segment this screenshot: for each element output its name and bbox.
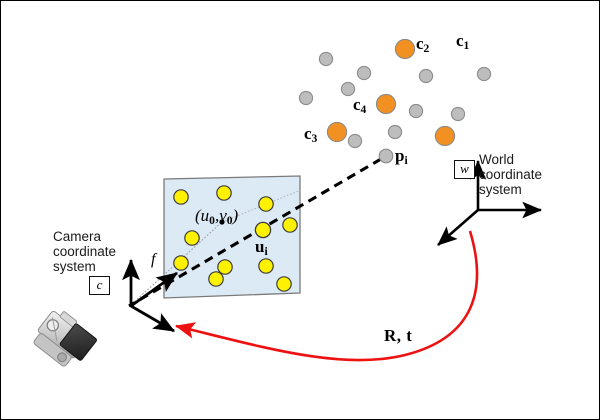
world-caption-line-2: coordinate xyxy=(479,167,543,183)
image-plane-point xyxy=(173,189,189,205)
camera-coordinate-system-caption: Camera coordinate system xyxy=(53,229,116,274)
image-plane-point xyxy=(282,217,298,233)
image-point-label-ui: ui xyxy=(255,237,268,259)
control-point-label-c1: c1 xyxy=(456,31,470,53)
world-coordinate-system-caption: World coordinate system xyxy=(479,152,542,197)
image-plane-point xyxy=(208,271,224,287)
world-caption-line-3: system xyxy=(479,182,522,198)
principal-point xyxy=(219,219,225,225)
control-point-c4 xyxy=(375,93,397,115)
camera-caption-line-2: coordinate xyxy=(53,244,117,260)
camera-icon xyxy=(33,311,97,367)
camera-axis-x xyxy=(130,304,175,333)
reference-point xyxy=(340,81,356,97)
control-point-label-c4: c4 xyxy=(353,95,367,117)
control-point-label-c2: c2 xyxy=(416,34,430,56)
extrinsic-transform-arc xyxy=(174,230,479,362)
control-point-c3 xyxy=(326,121,348,143)
camera-caption-line-3: system xyxy=(53,259,96,275)
object-point-pi xyxy=(378,148,394,164)
reference-point xyxy=(347,133,363,149)
object-point-label-pi: pi xyxy=(395,146,408,168)
image-plane-points xyxy=(173,185,298,292)
reference-point xyxy=(387,124,403,140)
reference-points-group xyxy=(298,51,492,164)
reference-point xyxy=(318,51,334,67)
camera-viewfinder xyxy=(46,319,59,332)
camera-caption-line-1: Camera xyxy=(53,229,102,244)
control-points-group xyxy=(326,38,456,147)
image-plane-point xyxy=(216,185,232,201)
reference-point xyxy=(476,66,492,82)
world-caption-line-1: World xyxy=(479,152,515,167)
control-point-c2 xyxy=(394,38,416,60)
camera-frame-box-label: c xyxy=(89,276,110,295)
focal-length-label: f xyxy=(151,251,156,268)
extrinsic-transform-label: R, t xyxy=(384,326,413,345)
world-frame-box-label: w xyxy=(454,160,475,179)
reference-point xyxy=(408,103,424,119)
reference-point xyxy=(356,65,372,81)
image-plane-point xyxy=(217,259,233,275)
reference-point xyxy=(450,106,466,122)
image-plane-point xyxy=(173,255,189,271)
camera-detail-line xyxy=(52,317,58,342)
camera-axis-z xyxy=(130,271,178,308)
camera-axes xyxy=(122,258,178,333)
image-point-ui xyxy=(254,221,272,239)
image-plane-point xyxy=(258,258,274,274)
control-point-label-c3: c3 xyxy=(304,124,318,146)
image-plane-point xyxy=(184,230,200,246)
image-plane-point xyxy=(276,276,292,292)
reference-point xyxy=(418,68,434,84)
world-axes xyxy=(437,159,543,246)
image-plane-point xyxy=(258,196,274,212)
control-point-c1 xyxy=(434,125,456,147)
principal-point-label: (u0,v0) xyxy=(195,206,239,228)
reference-point xyxy=(298,90,314,106)
camera-grip-dial xyxy=(57,352,67,363)
camera-lens xyxy=(59,323,97,361)
world-axis-z xyxy=(437,209,479,246)
